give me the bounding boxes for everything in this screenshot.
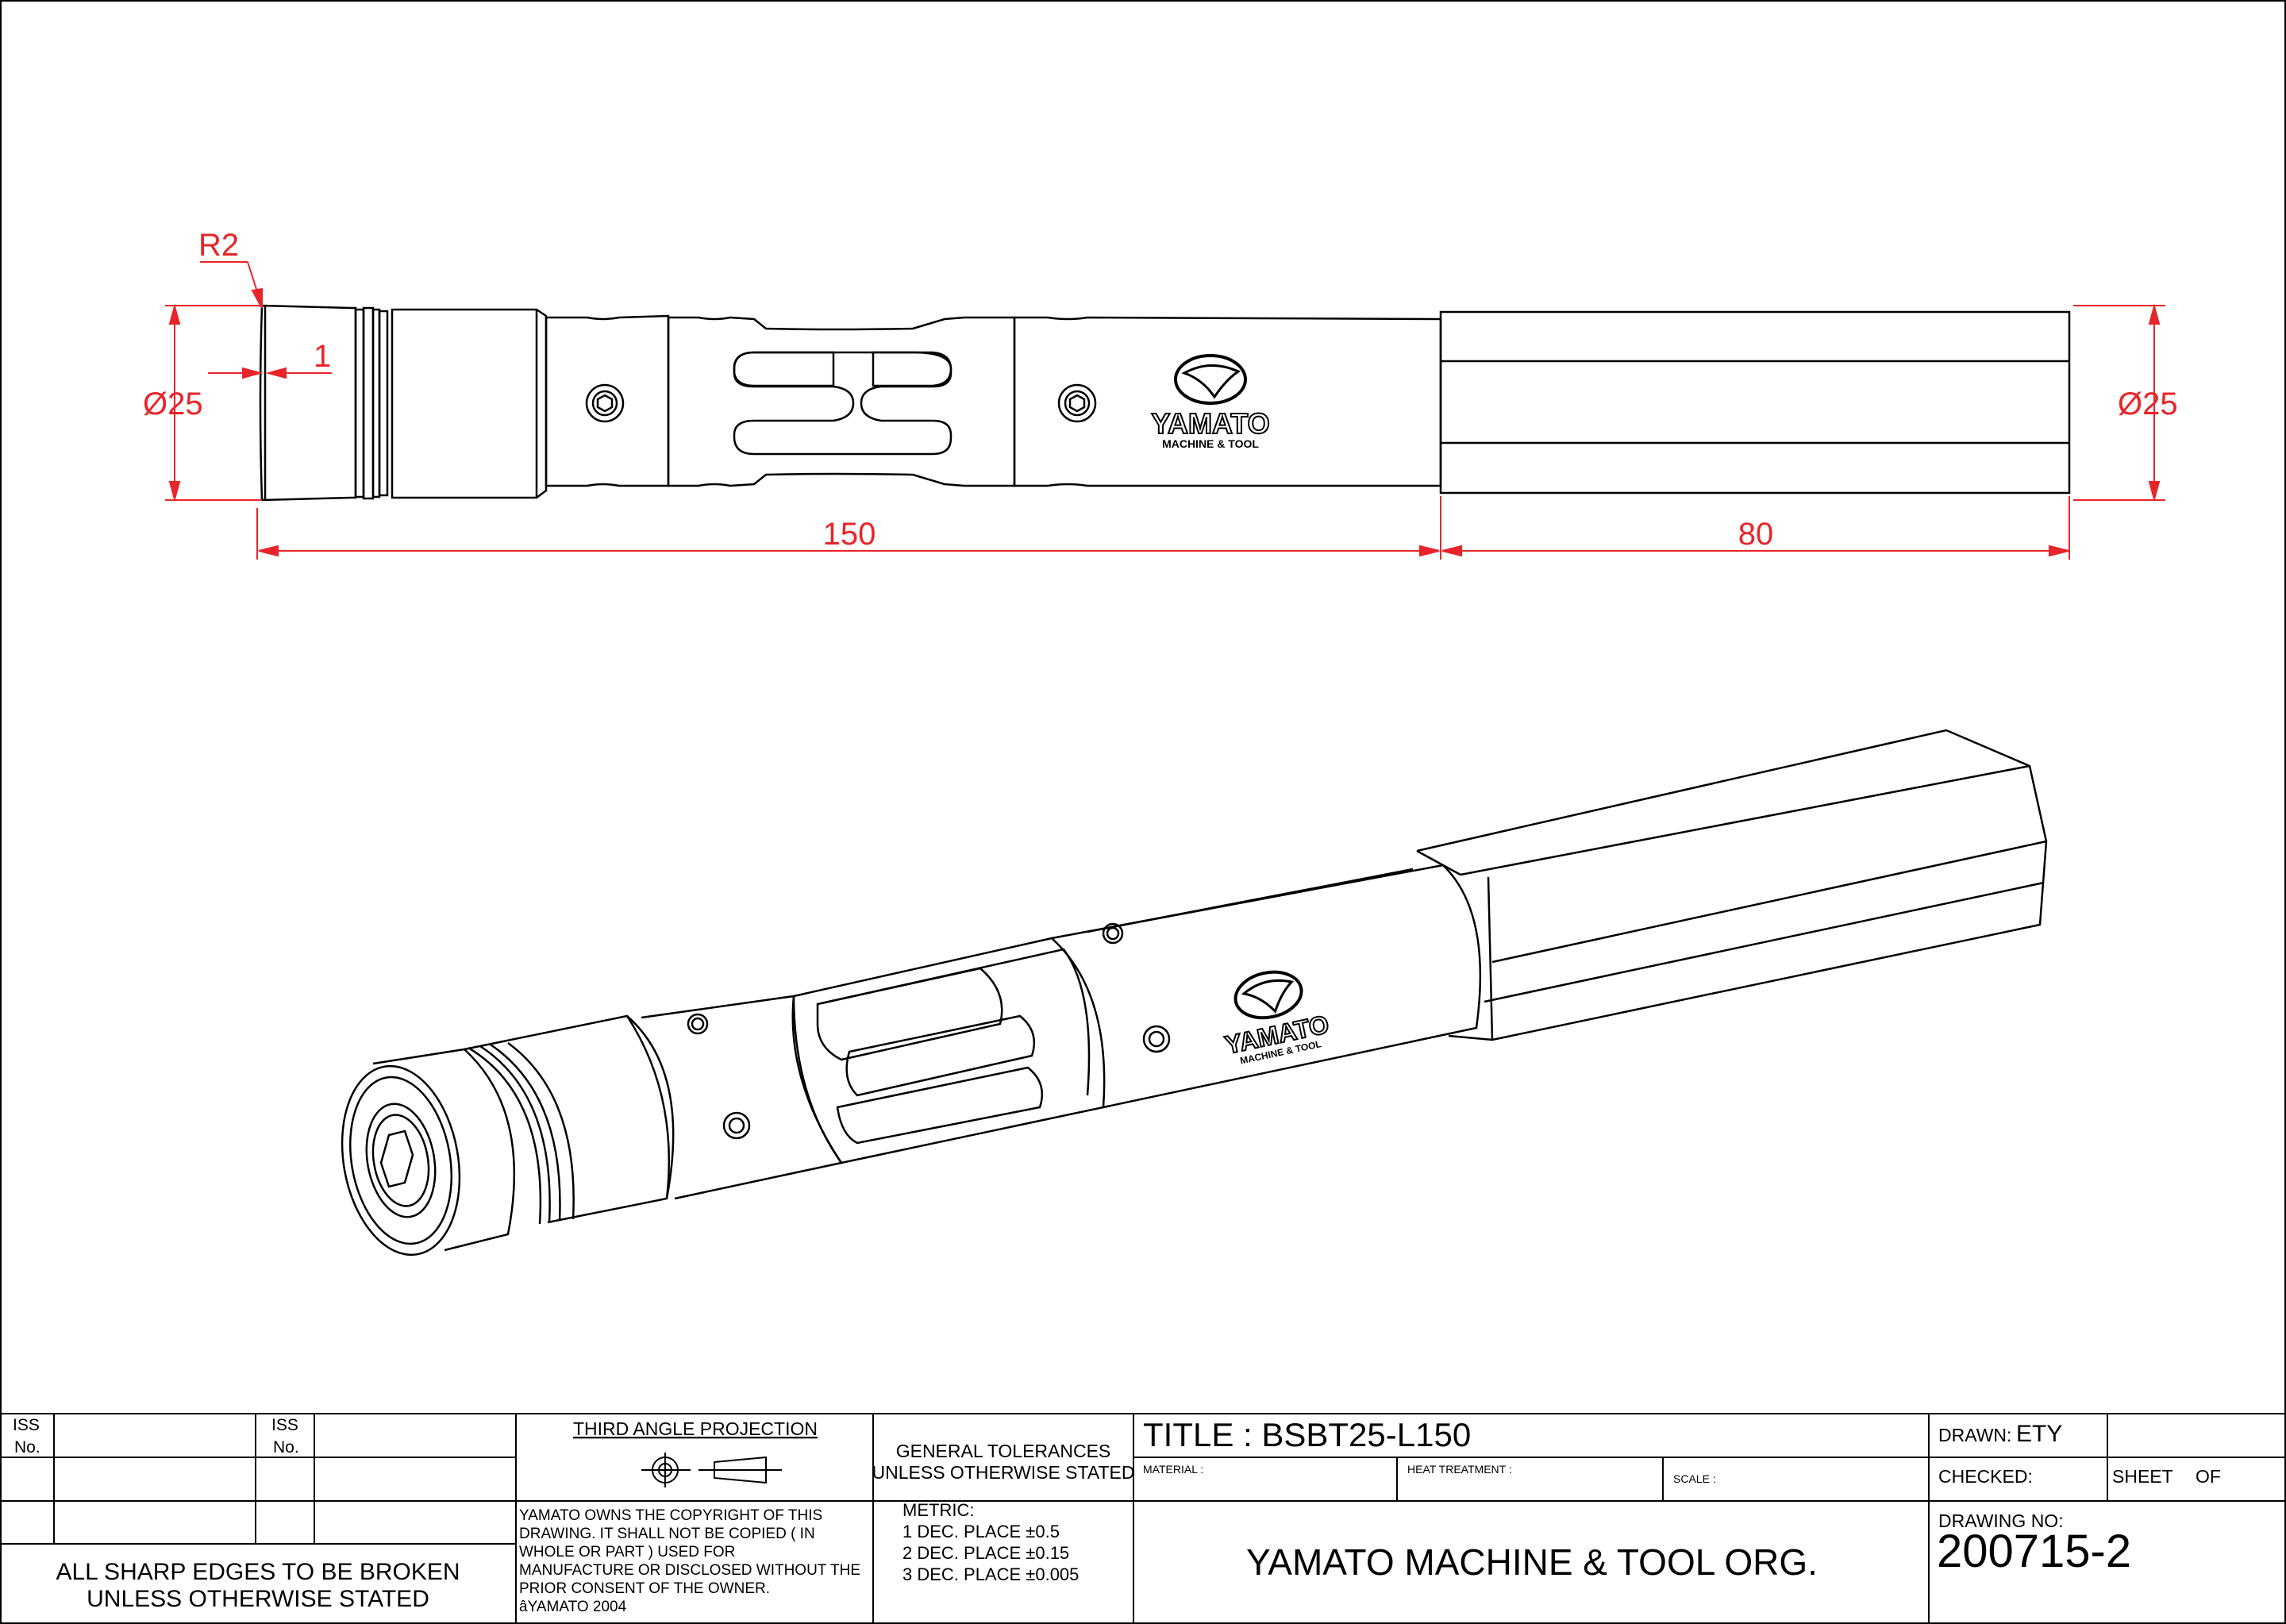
drawing-number: 200715-2 bbox=[1937, 1526, 2131, 1577]
copyright-line: âYAMATO 2004 bbox=[519, 1599, 627, 1615]
isometric-view bbox=[341, 729, 2048, 1256]
tolerance-line: 3 DEC. PLACE ±0.005 bbox=[902, 1564, 1079, 1584]
side-view-logo: YAMATO MACHINE & TOOL bbox=[1150, 354, 1271, 450]
dim-diameter-left: Ø25 bbox=[143, 387, 203, 421]
copyright-line: PRIOR CONSENT OF THE OWNER. bbox=[519, 1580, 770, 1597]
logo-brand-text: YAMATO bbox=[1151, 407, 1269, 440]
dim-length-150: 150 bbox=[823, 517, 876, 552]
drawing-title: TITLE : BSBT25-L150 bbox=[1143, 1416, 1471, 1453]
tolerance-line: 2 DEC. PLACE ±0.15 bbox=[902, 1543, 1069, 1563]
hex-shank bbox=[1439, 310, 2071, 495]
nose-section bbox=[259, 304, 357, 502]
logo-tagline-text: MACHINE & TOOL bbox=[1162, 437, 1259, 450]
edges-note-line-1: ALL SHARP EDGES TO BE BROKEN bbox=[56, 1559, 460, 1585]
copyright-line: WHOLE OR PART ) USED FOR bbox=[519, 1544, 735, 1561]
iso-neck bbox=[641, 995, 844, 1200]
of-label: OF bbox=[2196, 1466, 2221, 1487]
material-label: MATERIAL : bbox=[1143, 1463, 1203, 1476]
tolerance-line: 1 DEC. PLACE ±0.5 bbox=[902, 1522, 1060, 1541]
dim-chamfer: 1 bbox=[314, 339, 331, 374]
no-label-1: No. bbox=[14, 1438, 40, 1457]
projection-label: THIRD ANGLE PROJECTION bbox=[573, 1418, 818, 1439]
checked-label: CHECKED: bbox=[1938, 1466, 2033, 1487]
dim-diameter-right: Ø25 bbox=[2118, 387, 2178, 421]
metric-label: METRIC: bbox=[902, 1500, 974, 1520]
copyright-line: MANUFACTURE OR DISCLOSED WITHOUT THE bbox=[519, 1562, 860, 1579]
drawn-label: DRAWN: bbox=[1938, 1425, 2011, 1445]
iso-shaft bbox=[1051, 864, 1482, 1109]
copyright-note: YAMATO OWNS THE COPYRIGHT OF THIS DRAWIN… bbox=[519, 1507, 860, 1615]
copyright-line: DRAWING. IT SHALL NOT BE COPIED ( IN bbox=[519, 1526, 815, 1542]
iss-label-2: ISS bbox=[271, 1416, 298, 1434]
no-label-2: No. bbox=[273, 1438, 299, 1457]
iss-label-1: ISS bbox=[13, 1416, 40, 1434]
dimensions bbox=[165, 261, 2165, 560]
scale-label: SCALE : bbox=[1673, 1472, 1716, 1485]
tolerances-title-2: UNLESS OTHERWISE STATED bbox=[872, 1462, 1135, 1483]
edges-note-line-2: UNLESS OTHERWISE STATED bbox=[87, 1586, 429, 1612]
third-angle-projection-symbol bbox=[641, 1453, 782, 1487]
slot-h bbox=[733, 351, 952, 456]
heat-treatment-label: HEAT TREATMENT : bbox=[1407, 1463, 1512, 1476]
company-name: YAMATO MACHINE & TOOL ORG. bbox=[1246, 1541, 1818, 1583]
drawn-value: ETY bbox=[2016, 1421, 2062, 1447]
iso-slotted-body bbox=[792, 937, 1106, 1164]
sheet-label: SHEET bbox=[2112, 1466, 2173, 1487]
iso-nose bbox=[372, 1048, 516, 1252]
copyright-line: YAMATO OWNS THE COPYRIGHT OF THIS bbox=[519, 1507, 822, 1524]
side-view bbox=[259, 304, 2071, 502]
dim-r2: R2 bbox=[198, 228, 239, 263]
tolerances-title-1: GENERAL TOLERANCES bbox=[896, 1441, 1111, 1461]
title-block bbox=[0, 1413, 2286, 1624]
dim-length-80: 80 bbox=[1738, 517, 1774, 552]
drawing-no-label: DRAWING NO: bbox=[1938, 1510, 2064, 1531]
iso-collar bbox=[464, 1014, 675, 1224]
